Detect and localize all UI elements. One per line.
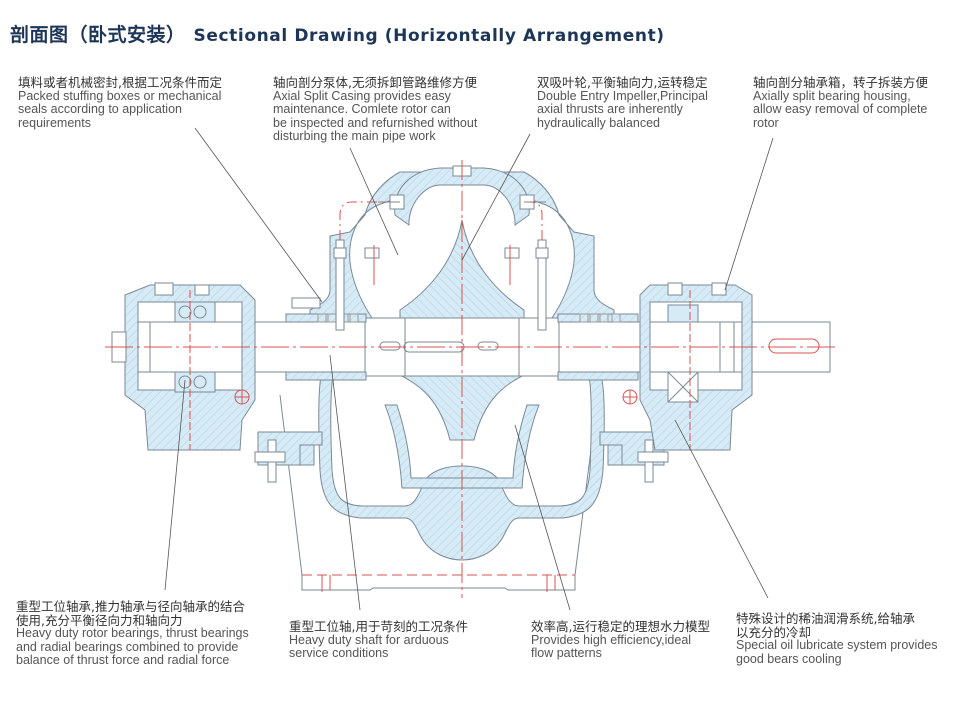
leader-hydraulic-model (514, 424, 571, 611)
flange-bolts (254, 439, 669, 483)
annotation-cn: 双吸叶轮,平衡轴向力,运转稳定 (537, 75, 708, 90)
center-lines (105, 160, 835, 598)
annotation-en: Axially split bearing housing, allow eas… (753, 88, 928, 130)
annotation-axial-split-casing: 轴向剖分泵体,无须拆卸管路维修方便 Axial Split Casing pro… (273, 76, 533, 144)
annotation-cn: 重型工位轴,用于苛刻的工况条件 (289, 619, 468, 634)
annotation-cn: 轴向剖分泵体,无须拆卸管路维修方便 (273, 75, 477, 90)
annotation-en: Provides high efficiency,ideal flow patt… (531, 632, 692, 660)
stuffing-box-right (557, 313, 639, 381)
annotation-cn: 特殊设计的稀油润滑系统,给轴承 以充分的冷却 (736, 611, 915, 640)
leader-rotor-bearings (164, 379, 186, 591)
leader-heavy-shaft (329, 354, 361, 611)
title-cn: 剖面图（卧式安装） (10, 25, 186, 46)
leader-stuffing-box (194, 127, 323, 303)
annotation-cn: 填料或者机械密封,根据工况条件而定 (18, 75, 222, 90)
annotation-rotor-bearings: 重型工位轴承,推力轴承与径向轴承的结合 使用,充分平衡径向力和轴向力 Heavy… (16, 600, 291, 668)
annotation-en: Special oil lubricate system provides go… (736, 638, 938, 666)
annotation-oil-lubrication: 特殊设计的稀油润滑系统,给轴承 以充分的冷却 Special oil lubri… (736, 612, 971, 666)
leader-axial-split-casing (349, 147, 399, 256)
annotation-bearing-housing: 轴向剖分轴承箱，转子拆装方便 Axially split bearing hou… (753, 76, 968, 130)
page-title: 剖面图（卧式安装） Sectional Drawing (Horizontally… (10, 20, 665, 47)
annotation-stuffing-box: 填料或者机械密封,根据工况条件而定 Packed stuffing boxes … (18, 76, 278, 130)
annotation-cn: 轴向剖分轴承箱，转子拆装方便 (753, 75, 929, 90)
leader-double-entry-impeller (461, 133, 531, 261)
annotation-hydraulic-model: 效率高,运行稳定的理想水力模型 Provides high efficiency… (531, 620, 731, 661)
annotation-cn: 效率高,运行稳定的理想水力模型 (531, 619, 710, 634)
annotation-double-entry-impeller: 双吸叶轮,平衡轴向力,运转稳定 Double Entry Impeller,Pr… (537, 76, 747, 130)
annotation-heavy-shaft: 重型工位轴,用于苛刻的工况条件 Heavy duty shaft for ard… (289, 620, 529, 661)
title-en: Sectional Drawing (Horizontally Arrangem… (193, 26, 665, 46)
leader-bearing-housing (724, 137, 774, 291)
bearing-housing-right (622, 282, 753, 451)
leader-oil-lubrication (674, 419, 769, 599)
annotation-en: Double Entry Impeller,Principal axial th… (537, 88, 708, 130)
annotation-en: Heavy duty rotor bearings, thrust bearin… (16, 626, 249, 667)
annotation-en: Axial Split Casing provides easy mainten… (273, 88, 478, 143)
leader-lines (164, 127, 774, 611)
annotation-en: Packed stuffing boxes or mechanical seal… (18, 88, 222, 130)
annotation-cn: 重型工位轴承,推力轴承与径向轴承的结合 使用,充分平衡径向力和轴向力 (16, 599, 245, 628)
annotation-en: Heavy duty shaft for arduous service con… (289, 632, 449, 660)
